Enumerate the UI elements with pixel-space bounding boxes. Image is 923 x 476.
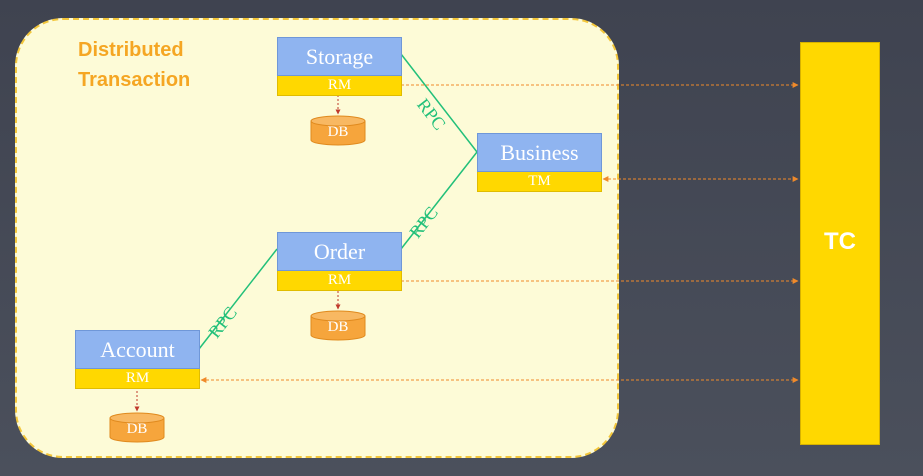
rpc-line-order-account <box>198 248 278 350</box>
account-service-name: Account <box>75 330 200 369</box>
order-service[interactable]: Order RM <box>277 232 402 291</box>
business-service-name: Business <box>477 133 602 172</box>
account-role: RM <box>75 369 200 389</box>
rpc-line-storage-business <box>400 53 478 153</box>
tc-label: TC <box>824 228 856 255</box>
storage-db-label: DB <box>327 124 349 140</box>
transaction-coordinator[interactable]: TC <box>800 42 880 445</box>
account-db-icon: DB <box>109 412 165 443</box>
business-service[interactable]: Business TM <box>477 133 602 192</box>
storage-service-name: Storage <box>277 37 402 76</box>
order-db-icon: DB <box>310 310 366 341</box>
account-service[interactable]: Account RM <box>75 330 200 389</box>
storage-db-icon: DB <box>310 115 366 146</box>
business-role: TM <box>477 172 602 192</box>
storage-role: RM <box>277 76 402 96</box>
order-service-name: Order <box>277 232 402 271</box>
order-db-label: DB <box>327 319 349 335</box>
storage-service[interactable]: Storage RM <box>277 37 402 96</box>
region-title: Distributed Transaction <box>78 39 191 91</box>
account-db-label: DB <box>126 421 148 437</box>
order-role: RM <box>277 271 402 291</box>
rpc-line-business-order <box>400 151 478 250</box>
